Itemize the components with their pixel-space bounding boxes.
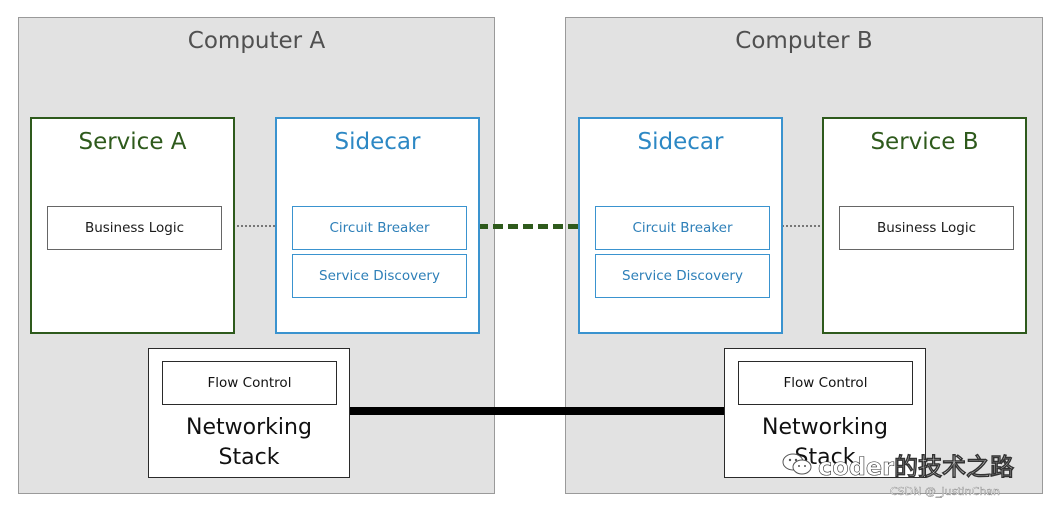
wechat-icon: [782, 453, 812, 475]
networking-b-flow-control: Flow Control: [738, 361, 913, 405]
service-a-title: Service A: [78, 129, 187, 155]
service-a-box: Service A Business Logic: [30, 117, 235, 334]
sidecar-b-box: Sidecar Circuit Breaker Service Discover…: [578, 117, 783, 334]
sidecar-b-service-discovery: Service Discovery: [595, 254, 770, 298]
networking-a-label-line2: Stack: [218, 445, 280, 470]
sidecar-a-circuit-breaker: Circuit Breaker: [292, 206, 467, 250]
service-b-box: Service B Business Logic: [822, 117, 1027, 334]
computer-b-title: Computer B: [735, 28, 873, 54]
sidecar-a-box: Sidecar Circuit Breaker Service Discover…: [275, 117, 480, 334]
service-a-business-logic: Business Logic: [47, 206, 222, 250]
computer-a-title: Computer A: [187, 28, 326, 54]
service-a-to-sidecar-connector: [220, 225, 291, 227]
sidecar-to-sidecar-connector: [478, 224, 578, 229]
networking-stack-b: Flow Control Networking Stack: [724, 348, 926, 478]
sidecar-b-title: Sidecar: [637, 129, 724, 155]
sidecar-to-service-b-connector: [767, 225, 839, 227]
networking-stack-a: Flow Control Networking Stack: [148, 348, 350, 478]
networking-b-label-line1: Networking: [762, 415, 888, 440]
service-b-title: Service B: [870, 129, 979, 155]
sidecar-b-circuit-breaker: Circuit Breaker: [595, 206, 770, 250]
watermark-text: coder的技术之路: [818, 452, 1015, 481]
networking-a-label-line1: Networking: [186, 415, 312, 440]
csdn-watermark: CSDN @_JustinChan: [890, 485, 1001, 498]
watermark-logo: coder的技术之路: [782, 448, 1022, 481]
sidecar-a-service-discovery: Service Discovery: [292, 254, 467, 298]
networking-a-flow-control: Flow Control: [162, 361, 337, 405]
sidecar-a-title: Sidecar: [334, 129, 421, 155]
network-link: [349, 407, 725, 415]
service-b-business-logic: Business Logic: [839, 206, 1014, 250]
